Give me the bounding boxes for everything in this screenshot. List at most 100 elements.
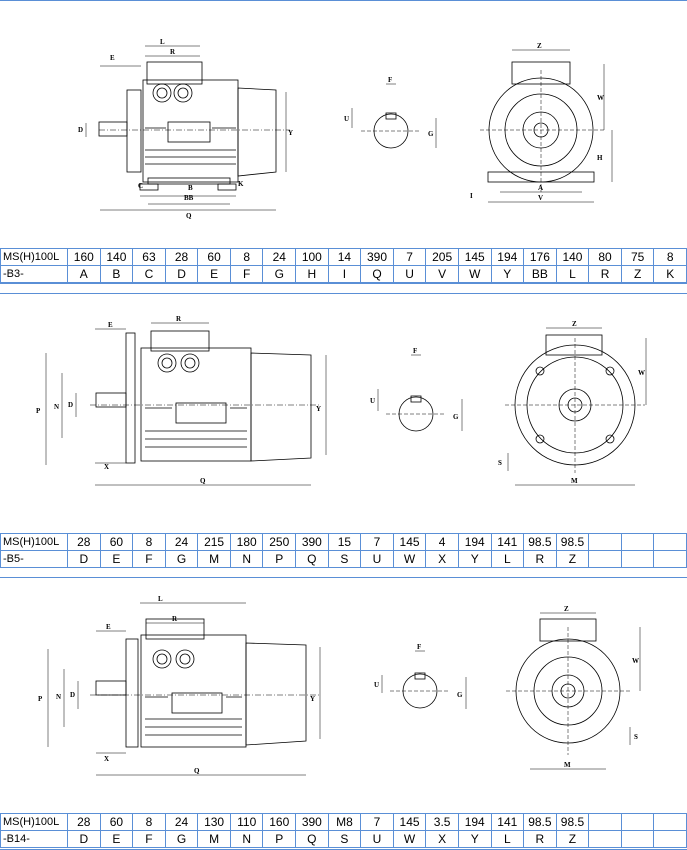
b14-label-Q: Q bbox=[194, 767, 200, 775]
b3-code-cell: C bbox=[132, 265, 166, 283]
b3-code-cell: G bbox=[262, 265, 297, 283]
b5-value-cell: 145 bbox=[392, 533, 427, 551]
b14-code-cell: N bbox=[229, 830, 264, 848]
b5-label-W: W bbox=[638, 369, 645, 377]
b14-code-cell: P bbox=[262, 830, 297, 848]
b5-label-D: D bbox=[68, 401, 73, 409]
b3-value-cell: 100 bbox=[295, 248, 329, 266]
b5-label-E: E bbox=[108, 321, 113, 329]
b5-value-cell: 24 bbox=[164, 533, 199, 551]
b14-label-E: E bbox=[106, 623, 111, 631]
b14-label-F: F bbox=[417, 643, 421, 651]
b3-code-cell: K bbox=[653, 265, 687, 283]
b3-label-Q: Q bbox=[186, 212, 192, 220]
b5-frame bbox=[0, 293, 687, 568]
b14-frame bbox=[0, 577, 687, 850]
b5-value-cell: 390 bbox=[295, 533, 329, 551]
b3-code-cell: Q bbox=[360, 265, 394, 283]
b14-value-cell: 194 bbox=[457, 813, 492, 831]
b3-drawing: L R E D C B BB K Q Y F U G bbox=[0, 0, 687, 248]
b14-label-P: P bbox=[38, 695, 43, 703]
b5-label-N: N bbox=[54, 403, 59, 411]
b3-value-cell: 63 bbox=[132, 248, 166, 266]
b3-mount-cell: -B3- bbox=[0, 265, 68, 283]
b3-label-L: L bbox=[160, 38, 165, 46]
b3-code-cell: D bbox=[164, 265, 199, 283]
b5-label-X: X bbox=[104, 463, 109, 471]
b14-label-X: X bbox=[104, 755, 109, 763]
b14-label-Z: Z bbox=[564, 605, 569, 613]
panel-b5: E R P N D X Q Y F U G bbox=[0, 293, 687, 568]
b3-label-Y: Y bbox=[288, 129, 293, 137]
b3-label-K: K bbox=[238, 180, 244, 188]
panel-b3: L R E D C B BB K Q Y F U G bbox=[0, 0, 687, 284]
b14-drawing: L R E P N D X Q Y F U G bbox=[0, 577, 687, 813]
b14-label-S: S bbox=[634, 733, 638, 741]
b14-code-cell: Q bbox=[295, 830, 329, 848]
b14-label-W: W bbox=[632, 657, 639, 665]
b3-label-Z: Z bbox=[537, 42, 542, 50]
b3-code-cell: F bbox=[229, 265, 264, 283]
b14-code-cell: U bbox=[360, 830, 394, 848]
b14-value-cell: 60 bbox=[99, 813, 134, 831]
b3-label-R: R bbox=[170, 48, 176, 56]
b14-label-D: D bbox=[70, 691, 75, 699]
b14-label-L: L bbox=[158, 595, 163, 603]
b14-code-cell bbox=[653, 830, 687, 848]
b3-code-cell: L bbox=[555, 265, 590, 283]
b3-label-I: I bbox=[470, 192, 473, 200]
b3-code-cell: I bbox=[327, 265, 362, 283]
b14-label-G: G bbox=[457, 691, 463, 699]
b3-label-U: U bbox=[344, 115, 349, 123]
b3-label-A: A bbox=[538, 184, 543, 192]
b3-label-E: E bbox=[110, 54, 115, 62]
b14-motor-drawing: L R E P N D X Q Y F U G bbox=[38, 595, 641, 776]
b14-value-cell: 390 bbox=[295, 813, 329, 831]
b3-label-B: B bbox=[188, 184, 193, 192]
b14-label-Y: Y bbox=[310, 695, 315, 703]
b3-value-cell: 145 bbox=[457, 248, 492, 266]
b5-label-S: S bbox=[498, 459, 502, 467]
b3-label-H: H bbox=[597, 154, 603, 162]
b5-label-F: F bbox=[413, 347, 417, 355]
b3-model-cell: MS(H)100L bbox=[0, 248, 68, 266]
b5-value-cell: 215 bbox=[197, 533, 231, 551]
b3-label-G: G bbox=[428, 130, 434, 138]
b5-label-M: M bbox=[571, 477, 578, 485]
b5-model-cell: MS(H)100L bbox=[0, 533, 68, 551]
b3-label-BB: BB bbox=[184, 194, 194, 202]
b3-label-W: W bbox=[597, 94, 604, 102]
b3-code-cell: BB bbox=[523, 265, 557, 283]
b14-label-R: R bbox=[172, 615, 178, 623]
b14-value-cell: M8 bbox=[327, 813, 362, 831]
b5-label-Q: Q bbox=[200, 477, 206, 485]
b3-value-cell: 60 bbox=[197, 248, 231, 266]
b5-mount-cell: -B5- bbox=[0, 550, 68, 568]
panel-b14: L R E P N D X Q Y F U G bbox=[0, 577, 687, 850]
b5-drawing: E R P N D X Q Y F U G bbox=[0, 293, 687, 533]
b5-label-U: U bbox=[370, 397, 375, 405]
b3-label-F: F bbox=[388, 76, 392, 84]
b3-code-cell: V bbox=[425, 265, 459, 283]
b14-mount-cell: -B14- bbox=[0, 830, 68, 848]
b3-label-C: C bbox=[138, 182, 143, 190]
b14-code-cell: X bbox=[425, 830, 459, 848]
b14-value-cell: 98.5 bbox=[555, 813, 590, 831]
b3-value-cell: 194 bbox=[490, 248, 525, 266]
b3-code-cell: H bbox=[295, 265, 329, 283]
b5-motor-drawing: E R P N D X Q Y F U G bbox=[36, 315, 647, 486]
b5-label-R: R bbox=[176, 315, 182, 323]
b5-label-G: G bbox=[453, 413, 459, 421]
b14-value-cell: 28 bbox=[67, 813, 101, 831]
b5-label-Z: Z bbox=[572, 320, 577, 328]
b14-value-cell: 3.5 bbox=[425, 813, 459, 831]
b5-value-cell: 180 bbox=[229, 533, 264, 551]
b5-label-P: P bbox=[36, 407, 41, 415]
